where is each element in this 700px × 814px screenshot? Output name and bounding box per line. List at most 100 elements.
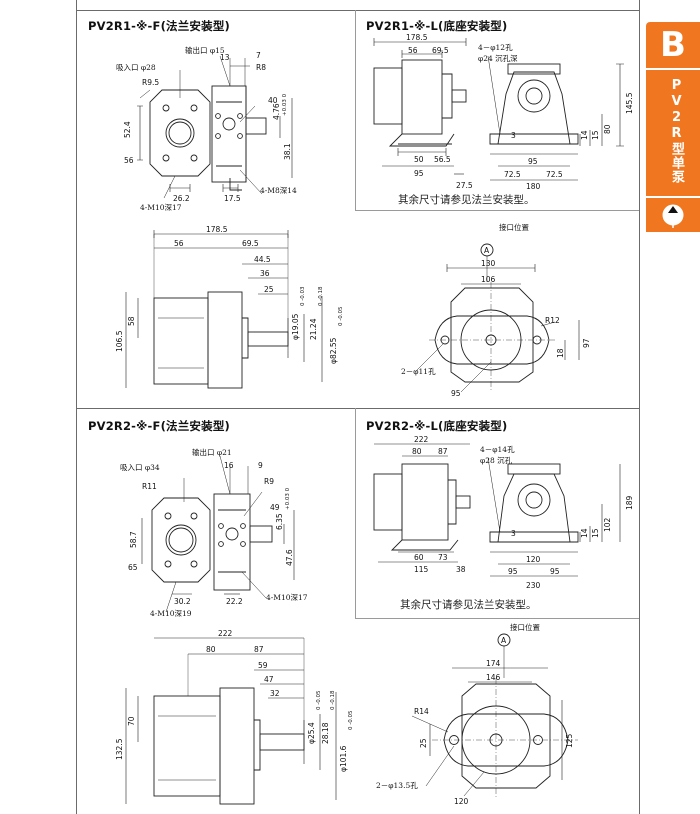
label-132-5: 132.5 bbox=[115, 738, 124, 760]
label-r95: R9.5 bbox=[142, 78, 159, 87]
frame-mid bbox=[76, 408, 640, 409]
label-87: 87 bbox=[438, 447, 448, 456]
label-holes: 4－φ12孔 bbox=[478, 43, 513, 52]
pv2r2-f-front-drawing: 输出口 φ21 吸入口 φ34 R11 R9 16 9 49 58.7 65 3… bbox=[120, 447, 308, 618]
label-73: 73 bbox=[438, 553, 448, 562]
label-56: 56 bbox=[174, 239, 184, 248]
label-holes: 4－φ14孔 bbox=[480, 445, 515, 454]
pv2r1-f-side-drawing: 178.5 56 69.5 44.5 36 25 58 106.5 φ19.05… bbox=[115, 225, 344, 389]
tab-letter: B bbox=[660, 25, 686, 65]
label-m8: 4-M8深14 bbox=[260, 186, 297, 195]
label-47: 47 bbox=[264, 675, 274, 684]
label-tol-25-4: 0 -0.05 bbox=[316, 690, 322, 710]
label-marker-a: A bbox=[501, 636, 507, 645]
label-18: 18 bbox=[556, 348, 565, 358]
label-6-35: 6.35 bbox=[275, 513, 284, 530]
label-tol-82-55: 0 -0.05 bbox=[338, 306, 344, 326]
label-95b: 95 bbox=[528, 157, 538, 166]
pump-symbol-icon bbox=[662, 204, 684, 228]
divider-bottom bbox=[355, 408, 356, 618]
label-230: 230 bbox=[526, 581, 541, 590]
label-120: 120 bbox=[526, 555, 541, 564]
pv2r1-f-front-drawing: 输出口 φ15 吸入口 φ28 R9.5 R8 13 7 40 52.4 56 … bbox=[116, 45, 297, 212]
label-130: 130 bbox=[481, 259, 496, 268]
label-50: 50 bbox=[414, 155, 424, 164]
tab-body bbox=[646, 70, 700, 196]
label-tol-28-18: 0 -0.18 bbox=[330, 690, 336, 710]
label-87: 87 bbox=[254, 645, 264, 654]
label-17-5: 17.5 bbox=[224, 194, 241, 203]
label-7: 7 bbox=[256, 51, 261, 60]
label-tol-6-35: +0.03 0 bbox=[285, 487, 291, 510]
label-97: 97 bbox=[582, 338, 591, 348]
label-15: 15 bbox=[591, 130, 600, 140]
pv2r1-l-drawing: 178.5 56 69.5 4－φ12孔 φ24 沉孔深 145.5 80 15… bbox=[373, 34, 634, 191]
label-4-76: 4.76 bbox=[272, 103, 281, 120]
label-95: 95 bbox=[451, 389, 461, 398]
label-9: 9 bbox=[258, 461, 263, 470]
tab-title: PV2R型单泵 bbox=[669, 78, 684, 184]
pv2r1-f-flange-drawing: 接口位置 A 130 106 R12 18 97 2－φ11孔 95 bbox=[401, 222, 591, 398]
label-28-18: 28.18 bbox=[321, 722, 330, 744]
label-phi-25-4: φ25.4 bbox=[307, 722, 316, 744]
label-72-5a: 72.5 bbox=[504, 170, 521, 179]
label-r9: R9 bbox=[264, 477, 274, 486]
label-m10: 4-M10深17 bbox=[140, 203, 182, 212]
label-69-5: 69.5 bbox=[432, 46, 449, 55]
label-102: 102 bbox=[603, 517, 612, 532]
label-145-5: 145.5 bbox=[625, 92, 634, 114]
label-115: 115 bbox=[414, 565, 429, 574]
label-22-2: 22.2 bbox=[226, 597, 243, 606]
label-80: 80 bbox=[412, 447, 422, 456]
label-phi-125: 125 bbox=[565, 733, 574, 748]
label-14: 14 bbox=[580, 528, 589, 538]
label-r12: R12 bbox=[545, 316, 560, 325]
label-180: 180 bbox=[526, 182, 541, 191]
label-27-5: 27.5 bbox=[456, 181, 473, 190]
box-bottom-bottom bbox=[355, 618, 639, 619]
box-top-bottom bbox=[355, 210, 639, 211]
label-95a: 95 bbox=[508, 567, 518, 576]
label-3: 3 bbox=[511, 131, 516, 140]
label-69-5: 69.5 bbox=[242, 239, 259, 248]
label-port: 接口位置 bbox=[499, 222, 529, 232]
title-pv2r2-l: PV2R2-※-L(底座安装型) bbox=[366, 419, 508, 433]
label-59: 59 bbox=[258, 661, 268, 670]
title-pv2r2-f: PV2R2-※-F(法兰安装型) bbox=[88, 419, 230, 433]
label-marker-a: A bbox=[484, 246, 490, 255]
label-95a: 95 bbox=[414, 169, 424, 178]
label-outlet: 输出口 φ15 bbox=[185, 45, 225, 55]
label-holes: 2－φ13.5孔 bbox=[376, 781, 418, 790]
frame-right bbox=[639, 0, 640, 814]
label-tol-4-76: +0.03 0 bbox=[282, 93, 288, 116]
label-222: 222 bbox=[218, 630, 233, 638]
label-3: 3 bbox=[511, 529, 516, 538]
label-178-5: 178.5 bbox=[406, 34, 428, 42]
label-counterbore: φ28 沉孔 bbox=[480, 456, 513, 465]
title-pv2r1-l: PV2R1-※-L(底座安装型) bbox=[366, 19, 508, 33]
label-16: 16 bbox=[224, 461, 234, 470]
label-36: 36 bbox=[260, 269, 270, 278]
label-178-5: 178.5 bbox=[206, 225, 228, 234]
label-holes: 2－φ11孔 bbox=[401, 367, 436, 376]
label-174: 174 bbox=[486, 659, 501, 668]
label-r14: R14 bbox=[414, 707, 429, 716]
label-189: 189 bbox=[625, 495, 634, 510]
label-tol-21-24: 0 -0.18 bbox=[318, 286, 324, 306]
label-25: 25 bbox=[419, 738, 428, 748]
label-inlet: 吸入口 φ28 bbox=[116, 63, 156, 72]
label-72-5b: 72.5 bbox=[546, 170, 563, 179]
label-146: 146 bbox=[486, 673, 501, 682]
label-106: 106 bbox=[481, 275, 496, 284]
label-r11: R11 bbox=[142, 482, 157, 491]
label-106-5: 106.5 bbox=[115, 330, 124, 352]
pv2r2-l-drawing: 222 80 87 4－φ14孔 φ28 沉孔 189 102 15 14 3 … bbox=[373, 435, 634, 590]
label-tol-19-05: 0 -0.03 bbox=[300, 286, 306, 306]
label-80: 80 bbox=[206, 645, 216, 654]
note-pv2r1-l: 其余尺寸请参见法兰安装型。 bbox=[398, 194, 535, 206]
note-pv2r2-l: 其余尺寸请参见法兰安装型。 bbox=[400, 599, 537, 611]
label-56: 56 bbox=[124, 156, 134, 165]
pv2r2-f-flange-drawing: 接口位置 A 174 146 R14 25 125 2－φ13.5孔 120 bbox=[376, 622, 578, 806]
title-pv2r1-f: PV2R1-※-F(法兰安装型) bbox=[88, 19, 230, 33]
